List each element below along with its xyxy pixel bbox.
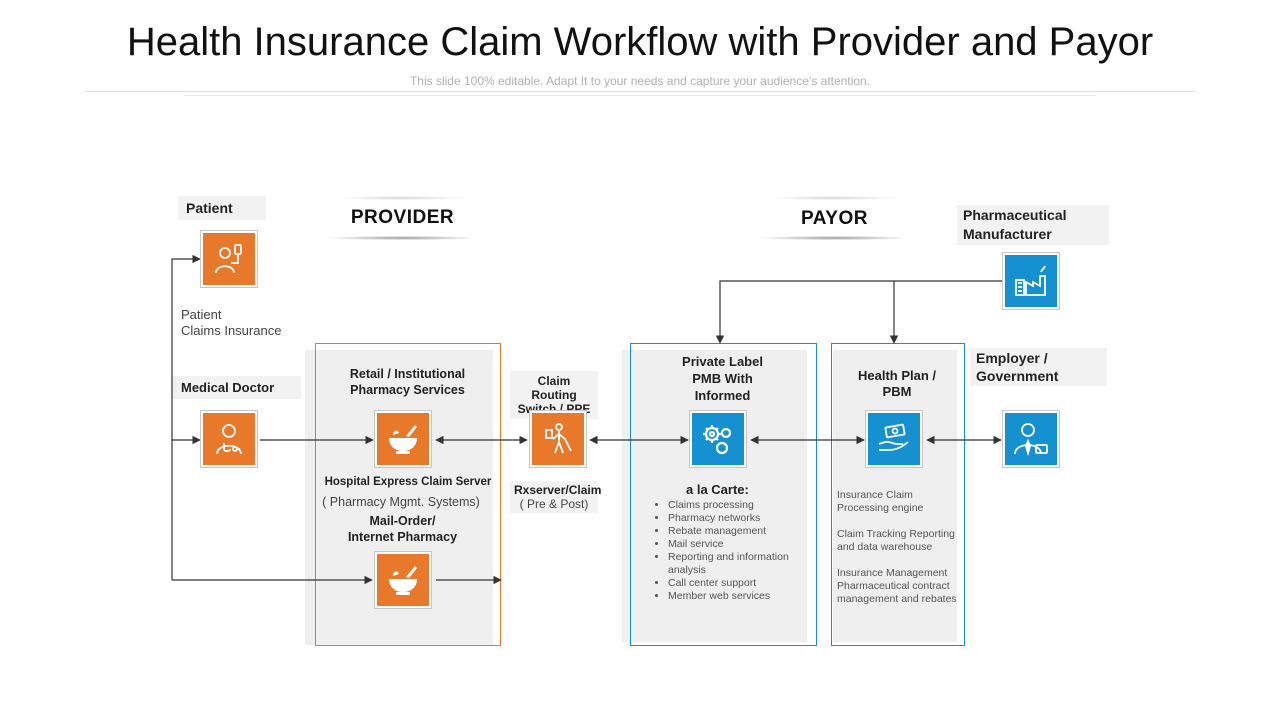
patient-arrow [171, 254, 201, 580]
healthplan-panel-bg [833, 350, 957, 642]
payor-header-shadow-top [772, 196, 897, 200]
rxserver-label: Rxserver/Claim ( Pre & Post) [510, 481, 601, 513]
payor-header-shadow [762, 236, 907, 240]
hospital-note: ( Pharmacy Mgmt. Systems) [322, 495, 480, 509]
provider-header: PROVIDER [350, 207, 455, 228]
doctor-stethoscope-icon [200, 410, 258, 468]
mortar-pestle-icon [374, 551, 432, 609]
list-item: Rebate management [668, 525, 799, 538]
alacarte-heading: a la Carte: [686, 482, 749, 497]
healthplan-label: Health Plan / PBM [857, 368, 937, 399]
provider-panel-frame [315, 343, 501, 646]
pharma-label: Pharmaceutical Manufacturer [957, 205, 1109, 245]
list-item: Member web services [668, 590, 799, 603]
payor-header: PAYOR [801, 208, 868, 229]
retail-label: Retail / Institutional Pharmacy Services [349, 367, 466, 397]
mortar-pestle-icon [374, 410, 432, 468]
title-divider [85, 91, 1195, 92]
alacarte-list: Claims processing Pharmacy networks Reba… [654, 499, 799, 603]
list-item: Call center support [668, 577, 799, 590]
healthplan-desc: Insurance Claim Processing engine Claim … [837, 489, 957, 605]
mailorder-label: Mail-Order/ Internet Pharmacy [347, 514, 458, 544]
list-item: Reporting and information analysis [668, 551, 799, 577]
provider-header-shadow [330, 236, 475, 240]
pmb-label: Private Label PMB With Informed [682, 354, 763, 403]
page-title: Health Insurance Claim Workflow with Pro… [126, 20, 1154, 64]
hospital-label: Hospital Express Claim Server [324, 476, 492, 488]
employer-label: Employer / Government [970, 348, 1107, 386]
page-subtitle: This slide 100% editable. Adapt It to yo… [409, 74, 871, 88]
pharma-pmb-arrow [715, 280, 1002, 344]
money-hand-icon [865, 410, 923, 468]
patient-label: Patient [178, 196, 266, 220]
list-item: Pharmacy networks [668, 512, 799, 525]
patient-claims-text: Patient Claims Insurance [181, 307, 282, 338]
pmb-panel-bg [622, 350, 807, 642]
factory-icon [1002, 252, 1060, 310]
list-item: Mail service [668, 538, 799, 551]
businessman-icon [1002, 410, 1060, 468]
doctor-label: Medical Doctor [173, 376, 301, 399]
walking-person-icon [529, 410, 587, 468]
list-item: Claims processing [668, 499, 799, 512]
title-divider-inner [185, 95, 1095, 96]
patient-iv-icon [200, 230, 258, 288]
provider-header-shadow-top [340, 196, 465, 200]
gears-icon [689, 410, 747, 468]
